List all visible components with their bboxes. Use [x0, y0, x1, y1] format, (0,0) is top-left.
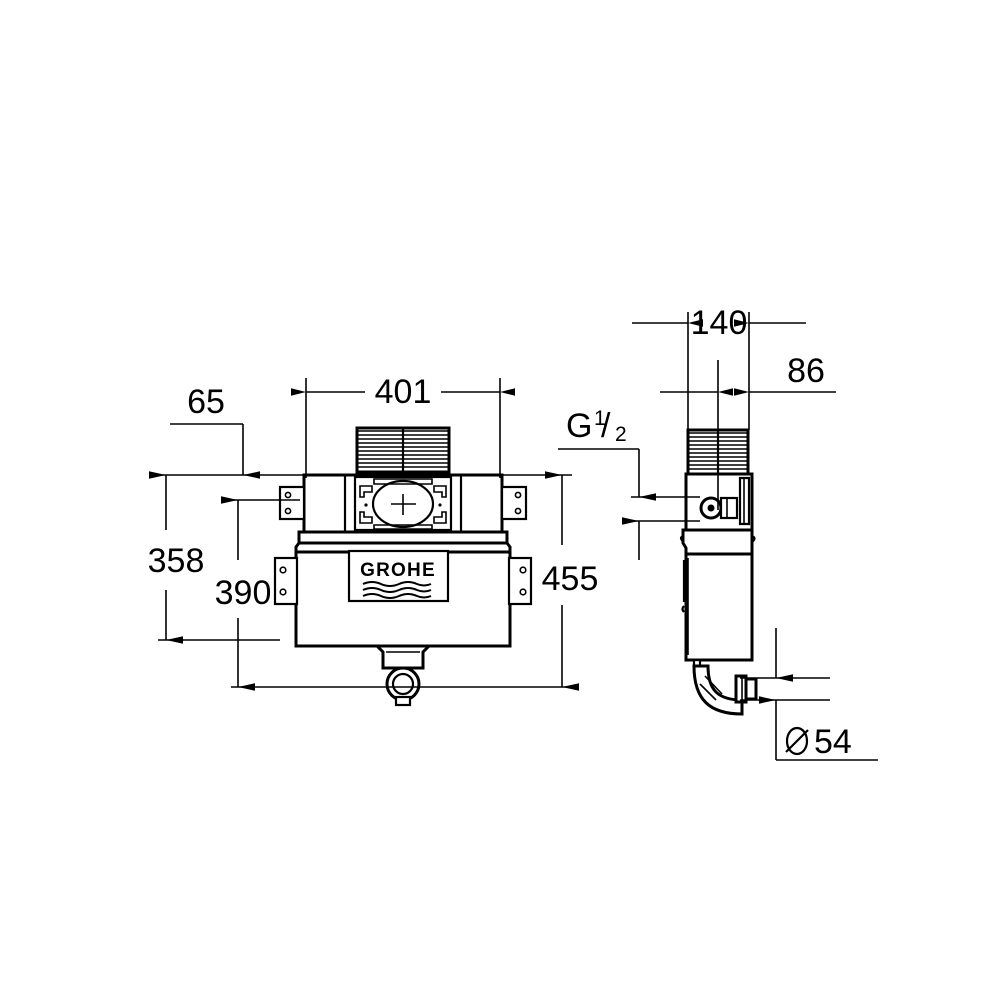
dimension-140-label: 140 [691, 304, 748, 342]
thread-callout-g-half: G 1 / 2 [558, 407, 700, 560]
front-view-dimensions: 401 65 358 390 455 [148, 373, 599, 691]
dimension-358: 358 [148, 471, 205, 644]
side-view-dimensions: 140 86 G 1 / 2 [558, 304, 878, 761]
side-upper-head [684, 472, 754, 532]
diameter-symbol-icon [785, 726, 809, 756]
grohe-logo-text: GROHE [360, 560, 436, 581]
front-thread-collar [355, 426, 451, 474]
front-transition-lip [294, 530, 512, 554]
front-mount-ear-lower-right [507, 556, 533, 606]
front-mount-ear-upper-right [500, 485, 528, 521]
dimension-65: 65 [170, 383, 260, 479]
front-upper-housing [302, 473, 504, 534]
dimension-390: 390 [215, 496, 272, 691]
front-mount-ear-upper-left [278, 485, 306, 521]
side-transition [679, 528, 756, 556]
grohe-logo-plate: GROHE [347, 549, 450, 603]
thread-label-slash: / [601, 407, 611, 445]
dimension-390-label: 390 [215, 574, 272, 612]
front-outlet-spigot [373, 644, 433, 707]
dimension-140: 140 [632, 304, 806, 342]
side-outlet-elbow [692, 658, 758, 716]
dimension-401: 401 [291, 373, 515, 411]
front-view-geometry: GROHE [273, 426, 533, 707]
dimension-54-label: 54 [814, 723, 852, 761]
dimension-358-label: 358 [148, 542, 205, 580]
thread-label-main: G [566, 407, 592, 445]
dimension-455-label: 455 [542, 560, 599, 598]
dimension-455: 455 [542, 471, 599, 691]
side-tank-body [681, 552, 754, 662]
thread-label-denominator: 2 [615, 423, 627, 446]
thread-label-numerator: 1 [594, 407, 606, 430]
front-mount-ear-lower-left [273, 556, 299, 606]
dimension-86-label: 86 [787, 352, 825, 390]
dimension-401-label: 401 [375, 373, 432, 411]
dimension-86: 86 [660, 352, 836, 396]
grohe-wave-icon [362, 581, 432, 599]
dimension-diameter-54: 54 [740, 628, 878, 761]
dimension-65-label: 65 [187, 383, 225, 421]
